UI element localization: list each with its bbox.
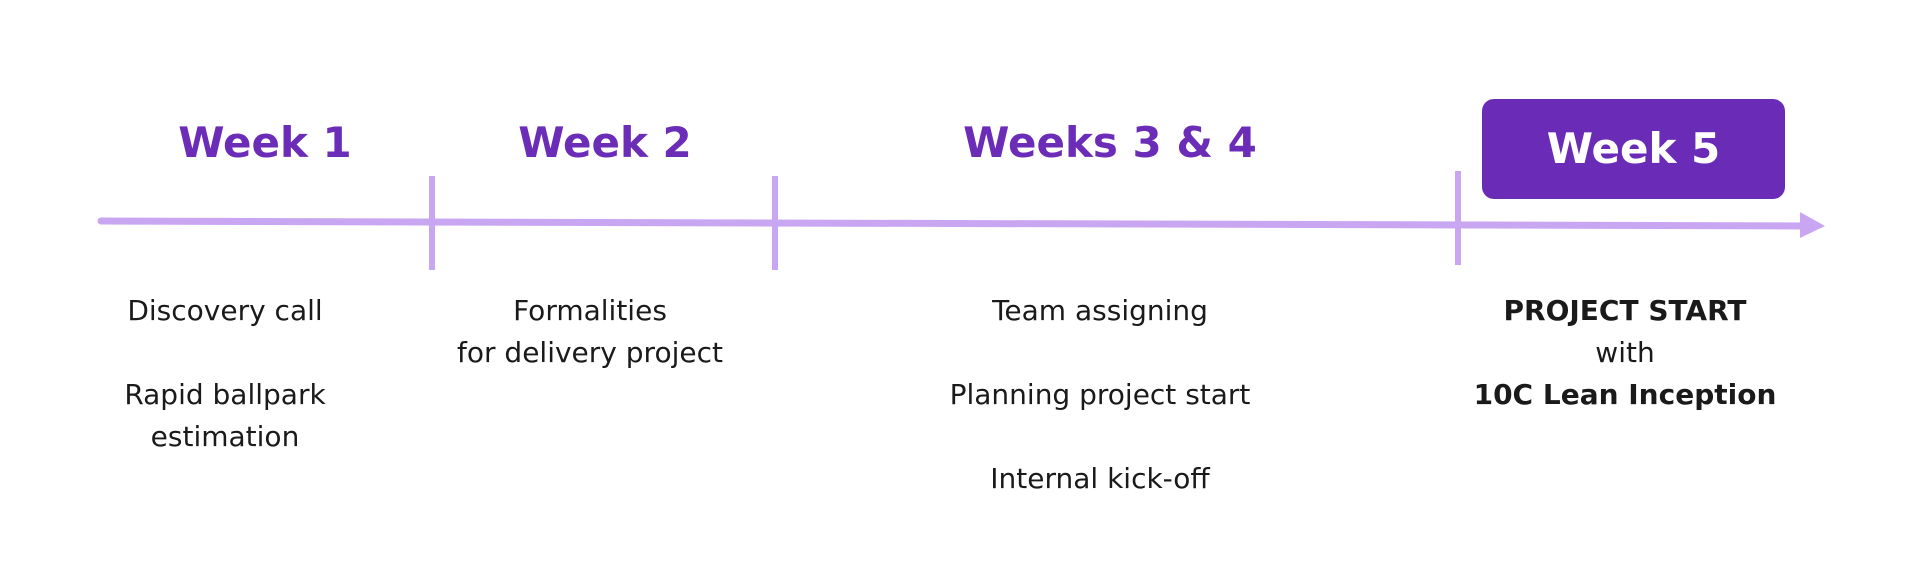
weeks-3-4-activities: Team assigning Planning project start In…: [920, 290, 1280, 500]
activity-spacer: [920, 416, 1280, 458]
activity-planning-project-start: Planning project start: [949, 378, 1251, 411]
activity-formalities: Formalities: [513, 294, 667, 327]
activity-project-start: PROJECT START: [1503, 294, 1747, 327]
activity-internal-kick-off: Internal kick-off: [990, 462, 1210, 495]
week-5-highlight-box: Week 5: [1482, 99, 1785, 199]
timeline-arrowhead: [1800, 212, 1825, 238]
week-5-label: Week 5: [1546, 124, 1721, 173]
week-5-activities: PROJECT START with 10C Lean Inception: [1460, 290, 1790, 416]
activity-rapid-ballpark: Rapid ballpark: [124, 378, 326, 411]
activity-discovery-call: Discovery call: [127, 294, 323, 327]
week-1-label: Week 1: [178, 118, 352, 167]
week-2-label: Week 2: [518, 118, 692, 167]
weeks-3-4-label: Weeks 3 & 4: [963, 118, 1257, 167]
week-2-activities: Formalities for delivery project: [430, 290, 750, 374]
activity-spacer: [920, 332, 1280, 374]
activity-team-assigning: Team assigning: [992, 294, 1208, 327]
activity-lean-inception: 10C Lean Inception: [1473, 378, 1777, 411]
activity-with: with: [1595, 336, 1655, 369]
activity-estimation: estimation: [150, 420, 300, 453]
timeline-line: [97, 217, 1809, 230]
activity-delivery-project: for delivery project: [457, 336, 723, 369]
week-1-activities: Discovery call Rapid ballpark estimation: [100, 290, 350, 458]
activity-spacer: [100, 332, 350, 374]
